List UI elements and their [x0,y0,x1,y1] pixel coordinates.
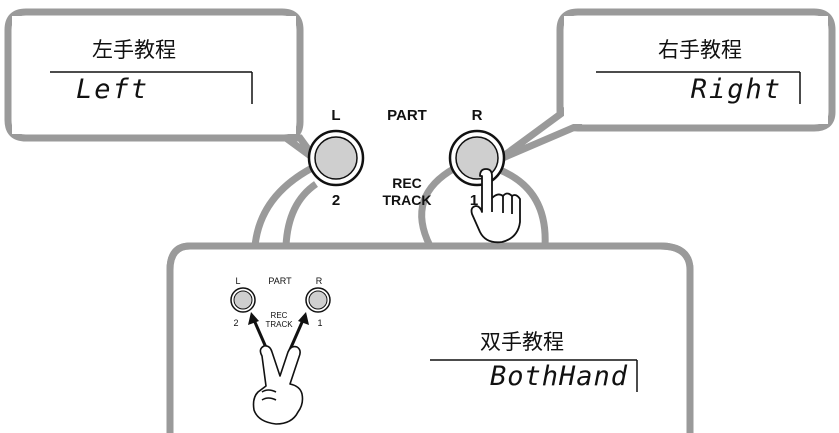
mini-control-panel: L PART R REC TRACK 2 1 [230,276,331,425]
part-label: PART [387,107,427,124]
v-sign-hand-icon [252,345,304,425]
right-hand-callout: 右手教程 Right [494,8,836,164]
left-display-text: Left [76,74,149,105]
right-button-top-label: R [472,107,483,124]
mini-left-top: L [235,276,240,286]
rec-label: REC [392,175,422,191]
main-control-panel: L PART R REC TRACK 2 1 [307,107,521,244]
right-button-bottom-label: 1 [470,192,478,209]
callout-connectors [251,164,549,248]
pointing-hand-icon [470,168,521,244]
mini-right-top: R [316,276,323,286]
left-button-bottom-label: 2 [332,192,340,209]
right-callout-title: 右手教程 [658,38,742,62]
both-callout-title: 双手教程 [480,330,564,354]
mini-track-label: TRACK [265,320,293,329]
mini-right-bottom: 1 [317,318,322,328]
right-display-text: Right [691,74,782,105]
left-callout-title: 左手教程 [92,38,176,62]
mini-part-label: PART [268,276,292,286]
both-display-text: BothHand [490,361,628,392]
mini-rec-label: REC [271,311,288,320]
mini-left-bottom: 2 [233,318,238,328]
left-button-top-label: L [331,107,340,124]
track-label: TRACK [383,192,432,208]
both-hands-callout: 双手教程 BothHand L PART R REC TRACK 2 1 [166,242,694,433]
left-hand-callout: 左手教程 Left [4,8,319,163]
